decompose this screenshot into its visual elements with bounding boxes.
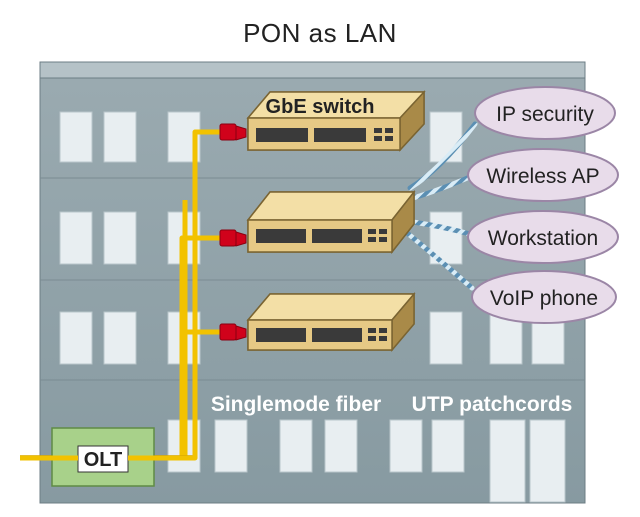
olt-device-icon: OLT (51, 427, 155, 487)
olt-label: OLT (84, 449, 123, 471)
utp-patchcords (403, 121, 478, 291)
utp-patchcords-label: UTP patchcords (412, 393, 573, 416)
device-wireless-ap: Wireless AP (467, 148, 619, 202)
device-workstation: Workstation (467, 210, 619, 264)
gbe-switch: GbE switch (246, 90, 426, 152)
singlemode-fiber-label: Singlemode fiber (211, 393, 381, 416)
device-voip-phone: VoIP phone (471, 270, 617, 324)
gbe-switch-label: GbE switch (266, 96, 375, 118)
diagram-title: PON as LAN (243, 18, 397, 48)
wireless-ap-label: Wireless AP (486, 165, 599, 188)
fiber-connector-icon (219, 123, 247, 341)
voip-phone-label: VoIP phone (490, 287, 598, 310)
workstation-label: Workstation (488, 227, 599, 250)
network-switch-icon (246, 291, 416, 353)
device-ip-security: IP security (474, 86, 616, 140)
ip-security-label: IP security (496, 103, 594, 126)
switch-ports (256, 128, 393, 142)
network-switch-icon (246, 189, 416, 255)
